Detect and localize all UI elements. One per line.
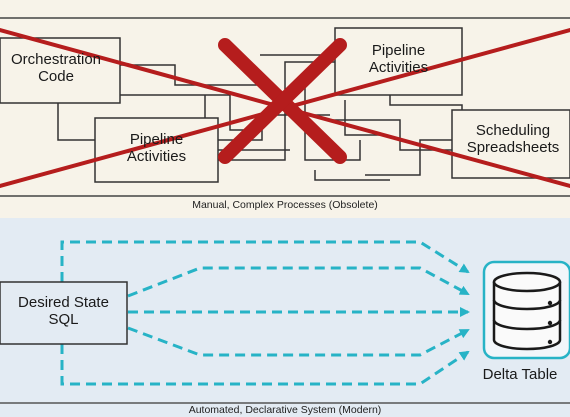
scheduling-line-2: Spreadsheets: [466, 139, 560, 157]
pipeline-activities-box-right: [334, 27, 463, 96]
pipeline-activities-box-left: [94, 117, 219, 183]
orchestration-line-1: Orchestration: [10, 51, 102, 68]
top-panel-caption: Manual, Complex Processes (Obsolete): [192, 199, 378, 211]
delta-table-label: Delta Table: [482, 366, 558, 383]
desired-state-line-1: Desired State: [18, 294, 109, 311]
orchestration-line-2: Code: [38, 68, 74, 86]
dashed-arrow-lower: [127, 326, 470, 357]
scheduling-spreadsheets-label: Scheduling Spreadsheets: [456, 122, 570, 157]
pipeline-activities-label-right: Pipeline Activities: [335, 42, 462, 77]
scheduling-spreadsheets-box: [451, 109, 570, 179]
orchestration-code-box: [0, 37, 121, 104]
pipeline-left-line-1: Pipeline: [129, 131, 184, 148]
bottom-panel-caption: Automated, Declarative System (Modern): [188, 404, 382, 416]
dashed-arrow-bottom: [60, 344, 470, 386]
pipeline-right-line-1: Pipeline: [371, 42, 426, 59]
desired-state-sql-box: [0, 281, 128, 345]
dashed-arrows: [60, 240, 470, 386]
database-icon: [482, 260, 570, 360]
orchestration-code-label: Orchestration Code: [0, 51, 112, 86]
desired-state-sql-label: Desired State SQL: [0, 294, 127, 329]
pipeline-activities-label-left: Pipeline Activities: [95, 131, 218, 166]
dashed-arrow-top: [60, 240, 470, 282]
scheduling-line-1: Scheduling: [475, 122, 551, 139]
dashed-arrow-upper: [127, 266, 470, 298]
pipeline-right-line-2: Activities: [368, 59, 429, 77]
obsolete-cross: [0, 28, 570, 188]
desired-state-line-2: SQL: [48, 311, 79, 329]
pipeline-left-line-2: Activities: [126, 148, 187, 166]
